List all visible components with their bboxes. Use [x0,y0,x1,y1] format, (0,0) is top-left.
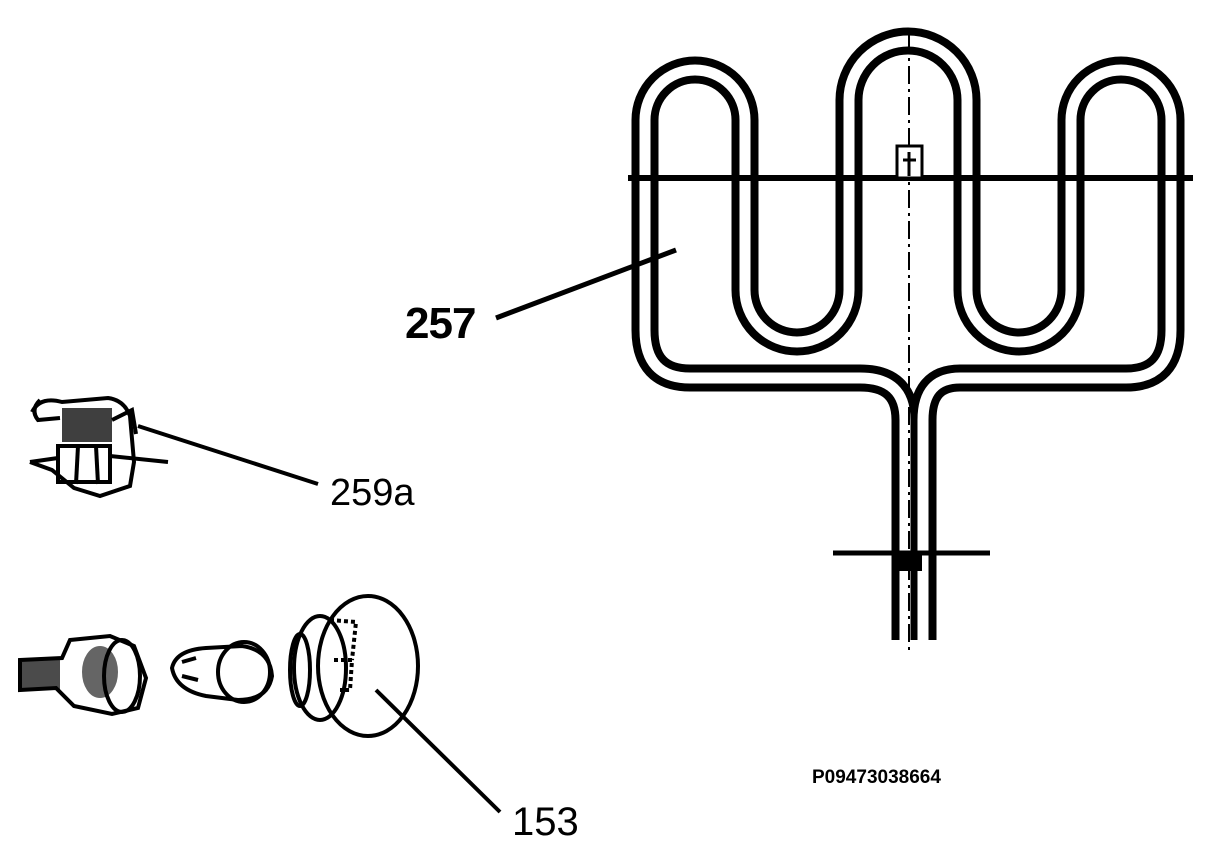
drawing-code: P09473038664 [812,767,941,788]
leader-153 [374,688,502,814]
terminal-block [894,553,922,571]
callout-153: 153 [512,800,579,844]
callout-257: 257 [405,299,476,348]
leader-257 [495,247,677,321]
glass-cover [316,594,420,738]
callout-259a: 259a [330,472,415,514]
lamp-holder-clip [29,395,169,499]
leader-259a [137,424,319,486]
lamp-bulb [169,643,275,703]
lamp-assembly [18,594,420,738]
